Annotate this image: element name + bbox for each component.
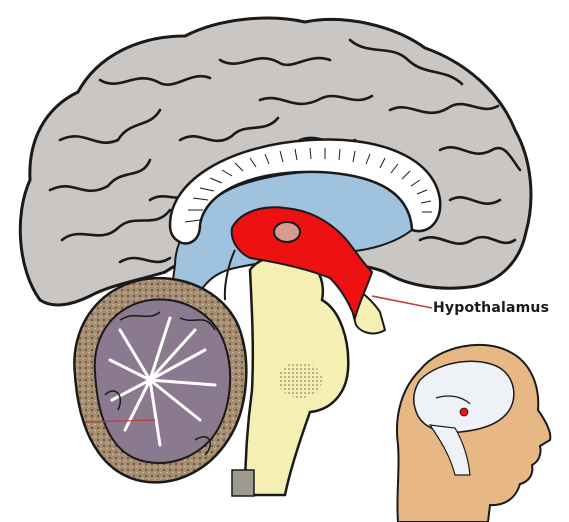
cerebellum-icon	[74, 278, 246, 482]
spinal-cord	[232, 470, 254, 496]
hypothalamus-label: Hypothalamus	[433, 300, 549, 316]
hypothalamus-leader-line	[372, 296, 432, 308]
head-profile-icon	[397, 345, 550, 522]
